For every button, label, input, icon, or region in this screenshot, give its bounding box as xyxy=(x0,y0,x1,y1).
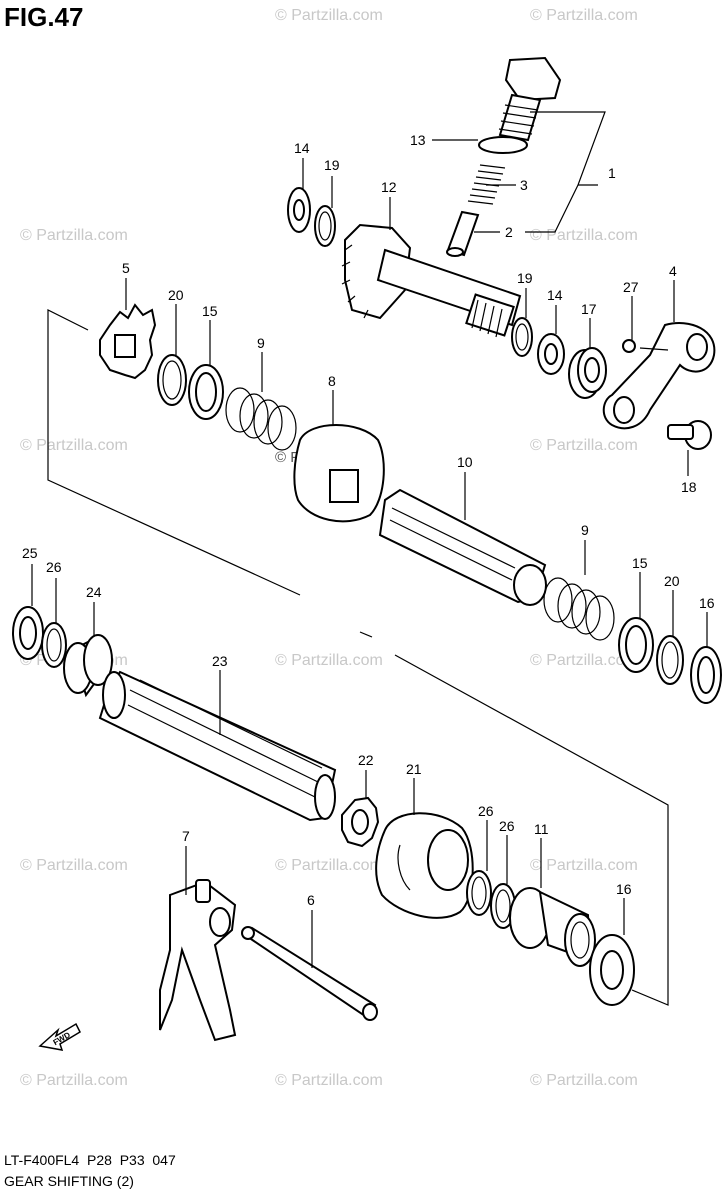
part-15-washer xyxy=(188,364,224,420)
part-21-drum xyxy=(375,812,474,919)
leader-lines xyxy=(31,111,708,968)
part-15-washer-right xyxy=(618,617,654,673)
watermark: © Partzilla.com xyxy=(20,437,128,454)
watermark: © Partzilla.com xyxy=(530,227,638,244)
part-7-shift-fork xyxy=(159,879,237,1042)
part-23-splined-shaft xyxy=(98,670,337,822)
part-10-splined-shaft xyxy=(378,488,547,606)
callout-6: 6 xyxy=(307,892,315,908)
part-26-circlip xyxy=(41,622,67,668)
callout-24: 24 xyxy=(86,584,102,600)
watermark: © Partzilla.com xyxy=(20,1072,128,1089)
callout-26-b: 26 xyxy=(499,818,515,834)
watermark: © Partzilla.com xyxy=(275,857,383,874)
part-25-washer xyxy=(12,606,44,660)
callout-10: 10 xyxy=(457,454,473,470)
part-8-cam xyxy=(293,424,385,523)
callout-12: 12 xyxy=(381,179,397,195)
part-20-circlip-right xyxy=(656,635,684,685)
callout-15-right: 15 xyxy=(632,555,648,571)
watermark: © Partzilla.com xyxy=(530,7,638,24)
callout-13: 13 xyxy=(410,132,426,148)
part-14-washer-right xyxy=(537,333,565,375)
callout-19: 19 xyxy=(324,157,340,173)
part-18-bolt xyxy=(667,420,712,450)
callout-5: 5 xyxy=(122,260,130,276)
callout-17: 17 xyxy=(581,301,597,317)
part-5-gear xyxy=(99,303,157,380)
callout-14: 14 xyxy=(294,140,310,156)
callout-27: 27 xyxy=(623,279,639,295)
callout-labels: 1 2 3 13 14 19 12 5 20 15 9 8 19 14 17 2… xyxy=(22,132,715,908)
part-17-bearing xyxy=(568,347,607,399)
part-9-spring-right xyxy=(543,577,615,641)
watermark: © Partzilla.com xyxy=(275,1072,383,1089)
watermark: © Partzilla.com xyxy=(530,1072,638,1089)
part-11-sleeve xyxy=(509,887,596,967)
part-22-star-washer xyxy=(341,796,380,848)
callout-4: 4 xyxy=(669,263,677,279)
part-24-bushing xyxy=(63,634,113,698)
part-26-circlip-a xyxy=(466,870,492,916)
callout-15: 15 xyxy=(202,303,218,319)
figure-title: FIG.47 xyxy=(4,2,84,32)
callout-7: 7 xyxy=(182,828,190,844)
figure-footer: LT-F400FL4 P28 P33 047 GEAR SHIFTING (2) xyxy=(4,1150,176,1192)
callout-8: 8 xyxy=(328,373,336,389)
callout-23: 23 xyxy=(212,653,228,669)
part-16-washer-lower xyxy=(589,934,635,1006)
model-code-line: LT-F400FL4 P28 P33 047 xyxy=(4,1152,176,1168)
callout-26-a: 26 xyxy=(478,803,494,819)
callout-1: 1 xyxy=(608,165,616,181)
callout-11: 11 xyxy=(534,821,549,837)
fwd-direction-arrow: FWD xyxy=(38,1022,81,1051)
callout-26: 26 xyxy=(46,559,62,575)
watermark: © Partzilla.com xyxy=(530,652,638,669)
watermark: © Partzilla.com xyxy=(20,857,128,874)
watermark: © Partzilla.com xyxy=(275,652,383,669)
callout-20-right: 20 xyxy=(664,573,680,589)
callout-22: 22 xyxy=(358,752,374,768)
part-20-circlip xyxy=(157,354,187,406)
part-19-circlip xyxy=(314,205,336,247)
watermark: © Partzilla.com xyxy=(20,227,128,244)
callout-19-right: 19 xyxy=(517,270,533,286)
assembly-outline xyxy=(47,309,669,1006)
part-16-washer xyxy=(690,646,722,704)
part-4-shift-arm xyxy=(602,322,716,430)
callout-2: 2 xyxy=(505,224,513,240)
part-12-gear-shaft xyxy=(341,223,522,338)
callout-20: 20 xyxy=(168,287,184,303)
callout-25: 25 xyxy=(22,545,38,561)
callout-14-right: 14 xyxy=(547,287,563,303)
callout-3: 3 xyxy=(520,177,528,193)
watermark: © Partzilla.com xyxy=(275,7,383,24)
callout-21: 21 xyxy=(406,761,422,777)
callout-16-lower: 16 xyxy=(616,881,632,897)
watermark: © Partzilla.com xyxy=(530,857,638,874)
callout-16: 16 xyxy=(699,595,715,611)
part-6-rod xyxy=(241,926,378,1021)
part-19-circlip-right xyxy=(511,317,533,357)
callout-9: 9 xyxy=(257,335,265,351)
watermark: © Partzilla.com xyxy=(530,437,638,454)
part-bolt-assembly xyxy=(446,56,562,257)
part-27-pin xyxy=(622,339,636,353)
part-14-washer xyxy=(287,187,311,233)
callout-18: 18 xyxy=(681,479,697,495)
callout-9-right: 9 xyxy=(581,522,589,538)
part-9-spring xyxy=(225,387,297,451)
section-title: GEAR SHIFTING (2) xyxy=(4,1173,134,1189)
